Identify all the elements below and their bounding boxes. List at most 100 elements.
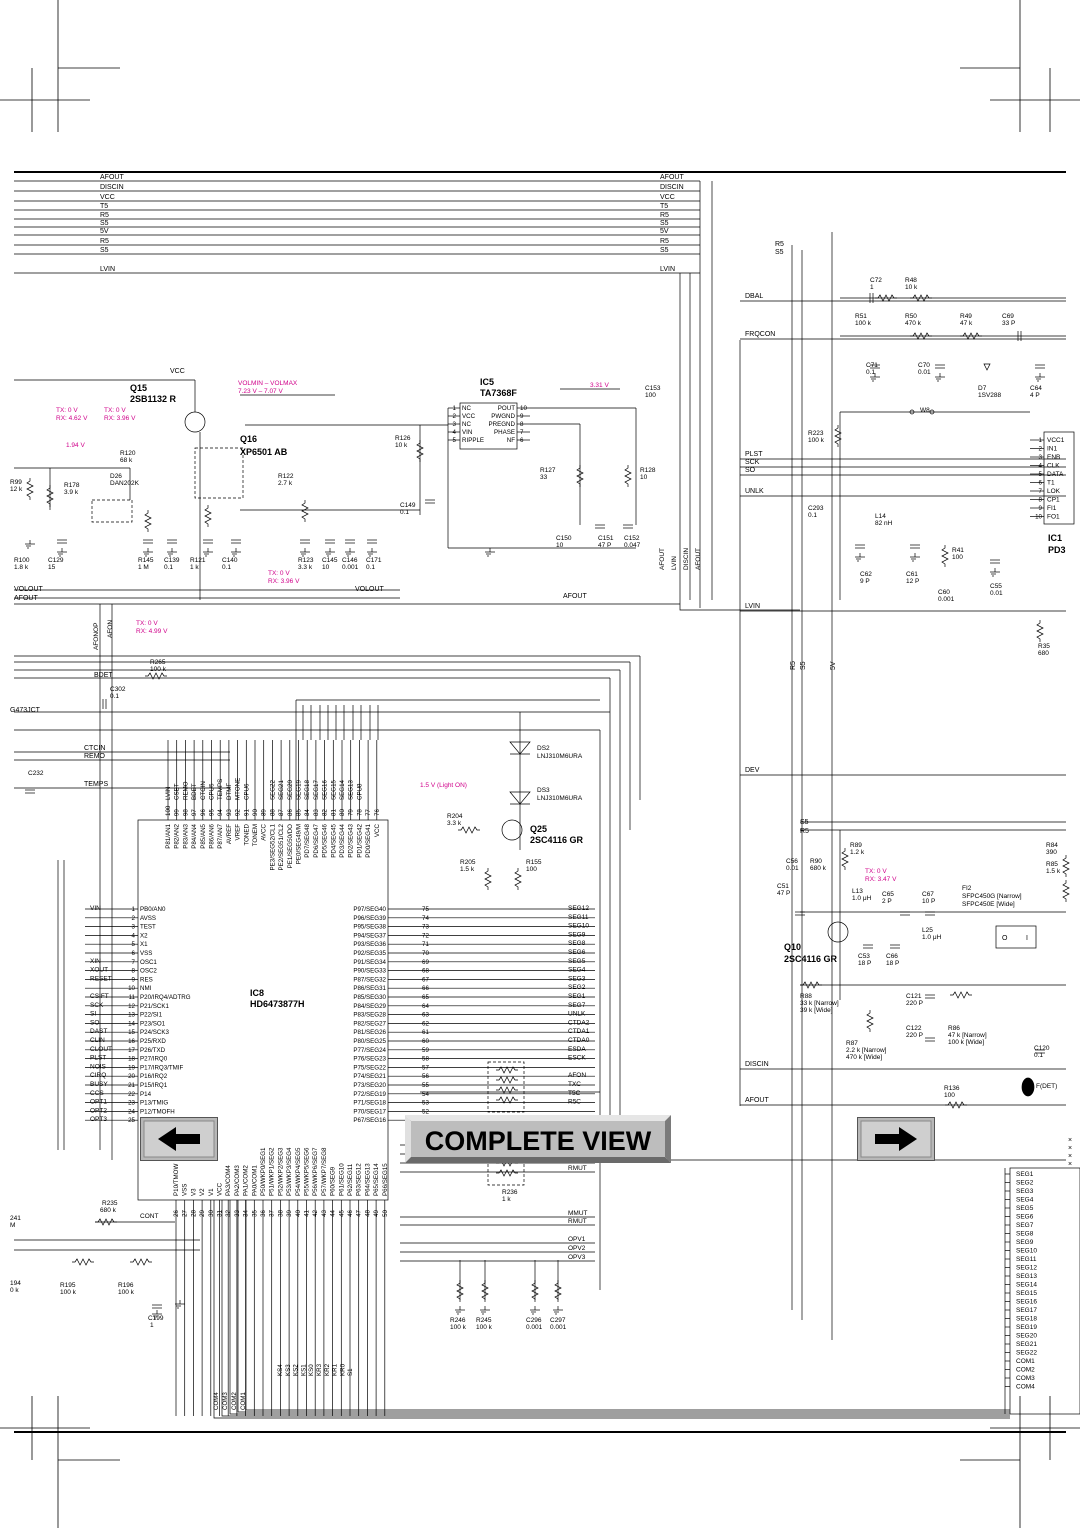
component-ref: R205 (460, 859, 476, 866)
nc-mark: × (1068, 1161, 1072, 1168)
ic8-pin-number: 5 (132, 941, 136, 948)
ic8-pin-number: 80 (339, 809, 346, 816)
ic8-pin: X2 (140, 932, 148, 939)
previous-page-button[interactable] (140, 1117, 218, 1161)
ic8-pin: OSC2 (140, 968, 157, 975)
fdet-label: F(DET) (1036, 1083, 1057, 1090)
ic5-pin: VCC (462, 413, 476, 420)
component-value: 47 P (598, 542, 611, 549)
ic8-pin-number: 3 (132, 924, 136, 931)
component-value: 100 (944, 1092, 955, 1099)
component-value: 2.7 k (278, 480, 293, 487)
ic8-pin-number: 68 (422, 968, 429, 975)
resistor (95, 1218, 117, 1226)
component-ref: R100 (14, 557, 30, 564)
ic8-pin: P16/IRQ2 (140, 1073, 168, 1080)
component-value: 390 (1046, 849, 1057, 856)
output-label: DBAL (745, 293, 763, 300)
ic8-pin-number: 89 (261, 809, 268, 816)
seg-label: COM2 (1016, 1367, 1035, 1374)
q10-symbol (827, 921, 849, 943)
seg-label: SEG11 (1016, 1256, 1037, 1263)
ic8-signal: SEG13 (348, 779, 355, 800)
nc-mark: × (1068, 1153, 1072, 1160)
resistor (496, 1096, 518, 1104)
fi2-ref: FI2 (962, 885, 972, 892)
ic8-pin-number: 100 (165, 805, 172, 816)
ic5-pin-number: 2 (453, 413, 457, 420)
ic8-pin: PD2/SEG43 (348, 823, 355, 857)
ic1-pin: FI1 (1047, 505, 1057, 512)
bus-label-left: 5V (100, 228, 109, 235)
ic8-pin-number: 78 (356, 809, 363, 816)
ic8-pin-number: 2 (132, 915, 136, 922)
ic8-pin: V1 (208, 1188, 215, 1196)
ic8-signal: RMUT (568, 1218, 587, 1225)
ic8-pin: AVSS (140, 915, 156, 922)
seg-label: SEG6 (1016, 1214, 1034, 1221)
ic8-pin: P52/WKP2/SEG3 (277, 1147, 284, 1196)
ic1-pin-number: 9 (1039, 505, 1043, 512)
resistor (875, 294, 897, 302)
ic8-pin-number: 59 (422, 1047, 429, 1054)
seg-label: SEG10 (1016, 1248, 1037, 1255)
ic8-pin: P70/SEG17 (353, 1108, 386, 1115)
component-value: 680 k (810, 865, 827, 872)
rx-note: RX: 4.62 V (56, 415, 88, 422)
ic8-pin: P72/SEG19 (353, 1091, 386, 1098)
ic8-pin: PE0/SEG49/M (296, 824, 303, 864)
ic8-signal: DAST (90, 1028, 107, 1035)
component-value: 0.1 (1034, 1052, 1043, 1059)
ic8-pin-number: 16 (128, 1038, 135, 1045)
component-value: 220 P (906, 1000, 923, 1007)
next-page-button[interactable] (857, 1117, 935, 1161)
label: R5 (800, 828, 809, 835)
ic8-pin: P94/SEG37 (353, 932, 386, 939)
ic8-pin-number: 45 (338, 1209, 345, 1216)
ic8-pin-number: 94 (217, 809, 224, 816)
ic8-pin-number: 35 (251, 1209, 258, 1216)
tx-note: TX: 0 V (865, 868, 887, 875)
ic8-pin: PD0/SEG41 (365, 823, 372, 857)
ic8-pin-number: 34 (243, 1209, 250, 1216)
component-ref: L14 (875, 513, 886, 520)
component-ref: R88 (800, 993, 812, 1000)
output-label: FRQCON (745, 331, 775, 338)
ic8-pin-number: 26 (173, 1209, 180, 1216)
ic8-pin-number: 18 (128, 1056, 135, 1063)
ic8-signal: NOIS (90, 1063, 107, 1070)
light-note: 1.5 V (Light ON) (420, 782, 467, 789)
output-label: PLST (745, 451, 763, 458)
q10-ref: Q10 (784, 942, 801, 952)
ic8-signal: SEG16 (322, 779, 329, 800)
component-value: 1.0 μH (922, 934, 942, 941)
component-ref: R236 (502, 1189, 518, 1196)
component-value: 0.1 (366, 564, 375, 571)
ic8-pin-number: 91 (243, 809, 250, 816)
output-label: DISCIN (745, 1061, 769, 1068)
component-value: 10 P (922, 898, 935, 905)
afon-label: AFON (107, 620, 114, 638)
ic8-pin: P86/SEG31 (353, 985, 386, 992)
component-value: 1SV288 (978, 392, 1002, 399)
tx-note: TX: 0 V (268, 570, 290, 577)
resistor (910, 332, 932, 340)
label: S5 (800, 661, 807, 670)
ic8-pin: P13/TMIG (140, 1100, 168, 1107)
component-ref: R122 (278, 473, 294, 480)
component-ref: R99 (10, 479, 22, 486)
ic8-signal: XOUT (90, 967, 108, 974)
seg-label: SEG22 (1016, 1350, 1037, 1357)
complete-view-button[interactable]: COMPLETE VIEW (405, 1115, 671, 1163)
com-label: COM1 (240, 1392, 247, 1410)
ic1-pin-number: 3 (1039, 454, 1043, 461)
output-label: DEV (745, 767, 760, 774)
component-value: 1.0 μH (852, 895, 872, 902)
ic8-signal: CTCIN (200, 781, 207, 800)
ic8-ref: IC8 (250, 988, 264, 998)
ic8-pin: P80/SEG25 (353, 1038, 386, 1045)
ds2-part: LNJ310M6URA (537, 753, 583, 760)
ic8-pin: P93/SEG36 (353, 941, 386, 948)
ic8-pin: P14 (140, 1091, 152, 1098)
component-ref: C296 (526, 1317, 542, 1324)
